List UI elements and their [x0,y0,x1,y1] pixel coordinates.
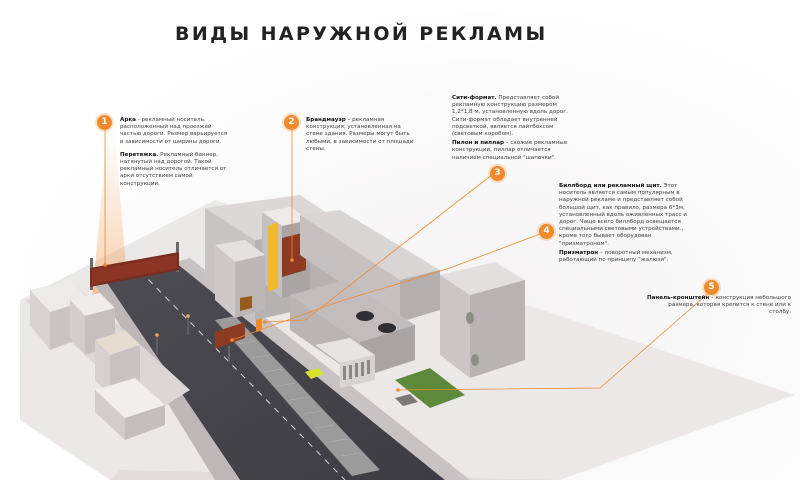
callout-term: Биллборд или рекламный щит. [559,183,662,189]
right-building-front [470,280,525,378]
right-building-side [440,275,470,378]
page-title: ВИДЫ НАРУЖНОЙ РЕКЛАМЫ [175,23,548,45]
callout-term: Панель-кронштейн [646,295,710,301]
callout-term: Арка [120,117,136,123]
tower-top [262,207,310,226]
callout-4-text: Биллборд или рекламный щит. Этот носител… [559,183,695,264]
callout-badge-5: 5 [704,280,719,295]
trees [466,312,479,366]
left-low-block-top [95,378,165,418]
callout-badge-1: 1 [97,115,112,130]
callout-3-text: Сити-формат. Представляет собой рекламну… [452,95,576,162]
callout-badge-4: 4 [539,224,554,239]
arcade-top [315,338,375,363]
callout-leader-lines [104,129,713,391]
callout-description: – поворотный механизм, работающий по при… [559,249,673,264]
green-lawn [395,368,465,408]
left-building-side [30,290,50,350]
callout-description: – конструкция небольшого размера, котора… [668,295,791,316]
callout-badge-3: 3 [490,166,505,181]
callout-description: Представляет собой рекламную конструкцию… [452,95,568,138]
roof-vent [378,323,396,333]
left-low-block-front [125,405,165,440]
callout-description: – рекламная конструкция, установленная н… [306,117,414,152]
callout-badge-2: 2 [284,115,299,130]
street-lamps [156,316,189,355]
left-orange-glow [92,125,128,300]
callout-description: - рекламный носитель, расположенный над … [120,117,228,145]
callout-anchor-dots [103,258,400,392]
callout-term: Перетяжка. [120,151,159,158]
paved-path-tiles [224,326,361,457]
road-center-line [139,270,346,480]
right-building-top [440,262,525,295]
callout-term: Пилон и пиллар [452,140,504,147]
lower-block-side [215,245,235,318]
callout-2-text: Брандмауэр – рекламная конструкция, уста… [306,117,416,153]
left-low-block-side [95,390,125,440]
yellow-car [305,368,324,379]
callout-1-text: Арка - рекламный носитель, расположенный… [120,117,232,188]
city-format-sign [240,296,252,311]
long-building-front [400,270,440,322]
lit-facade [268,222,278,292]
arch-advertising-structure [90,242,179,290]
callout-5-text: Панель-кронштейн – конструкция небольшог… [645,295,791,317]
callout-description: Этот носитель является самым популярным … [559,183,687,247]
callout-term: Брандмауэр [306,117,346,123]
street-lamp-light [186,314,190,318]
street-lamp-light [155,333,159,337]
pylon-sign [256,318,262,332]
callout-term: Призматрон [559,249,599,256]
paved-path [215,316,380,476]
callout-description: – схожие рекламные конструкции, пиллар о… [452,140,568,161]
callout-term: Сити-формат. [452,95,497,101]
left-tower-side [70,300,85,355]
lower-block-top [215,240,265,262]
left-tower-top [70,293,115,316]
callout-description: Рекламный баннер, натянутый над дорогой.… [120,151,227,187]
long-building-side [300,215,400,322]
arcade-windows [343,360,370,380]
lower-block-front [235,255,265,318]
roadside-billboard [215,322,245,362]
long-building-top [300,210,440,280]
panel-bracket-structure [395,394,418,406]
left-annex-side [95,340,110,395]
roof-vent [356,311,374,321]
